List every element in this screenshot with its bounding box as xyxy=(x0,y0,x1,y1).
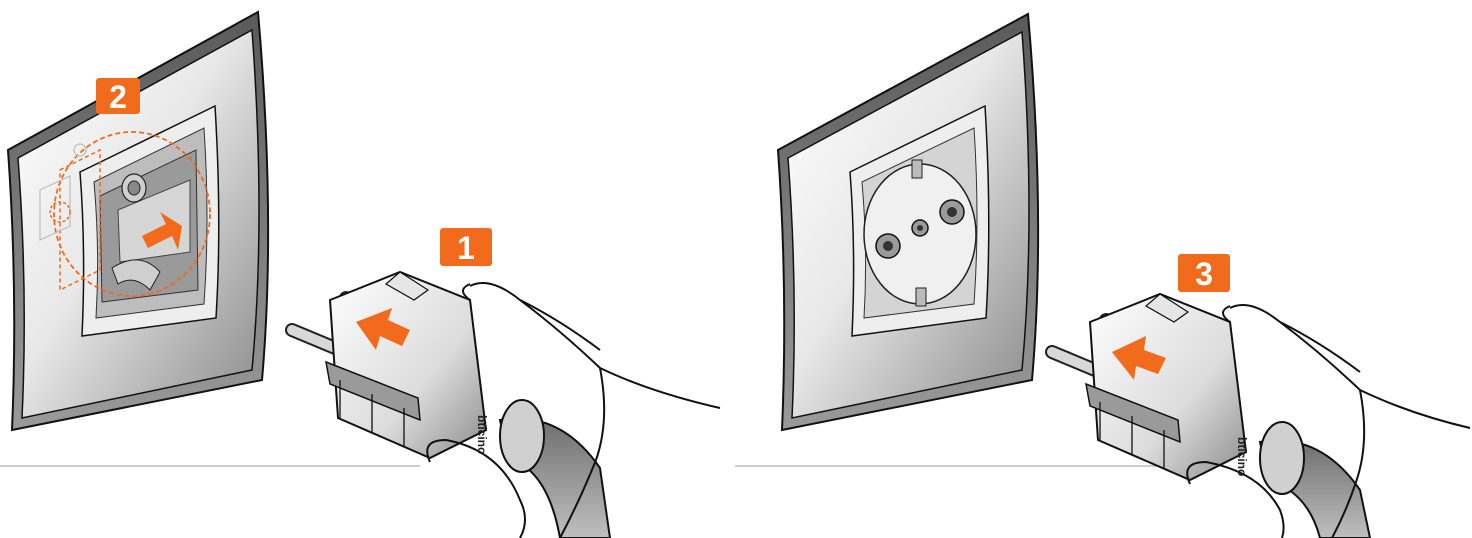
step-badge-2: 2 xyxy=(96,78,140,115)
plug-assembly-left: bticino xyxy=(292,272,720,538)
brand-label: bticino xyxy=(475,415,489,454)
wall-plate-right xyxy=(778,14,1038,430)
wall-plate-left xyxy=(8,12,268,430)
plug-assembly-right: bticino xyxy=(1052,294,1470,538)
step-number: 3 xyxy=(1195,256,1213,292)
step-number: 1 xyxy=(457,230,475,266)
left-scene: 2 bticino 1 xyxy=(0,12,720,538)
step-number: 2 xyxy=(109,79,127,115)
step-badge-1: 1 xyxy=(440,228,492,266)
right-scene: 3 bticino xyxy=(735,14,1470,538)
step-badge-3: 3 xyxy=(1178,254,1230,292)
